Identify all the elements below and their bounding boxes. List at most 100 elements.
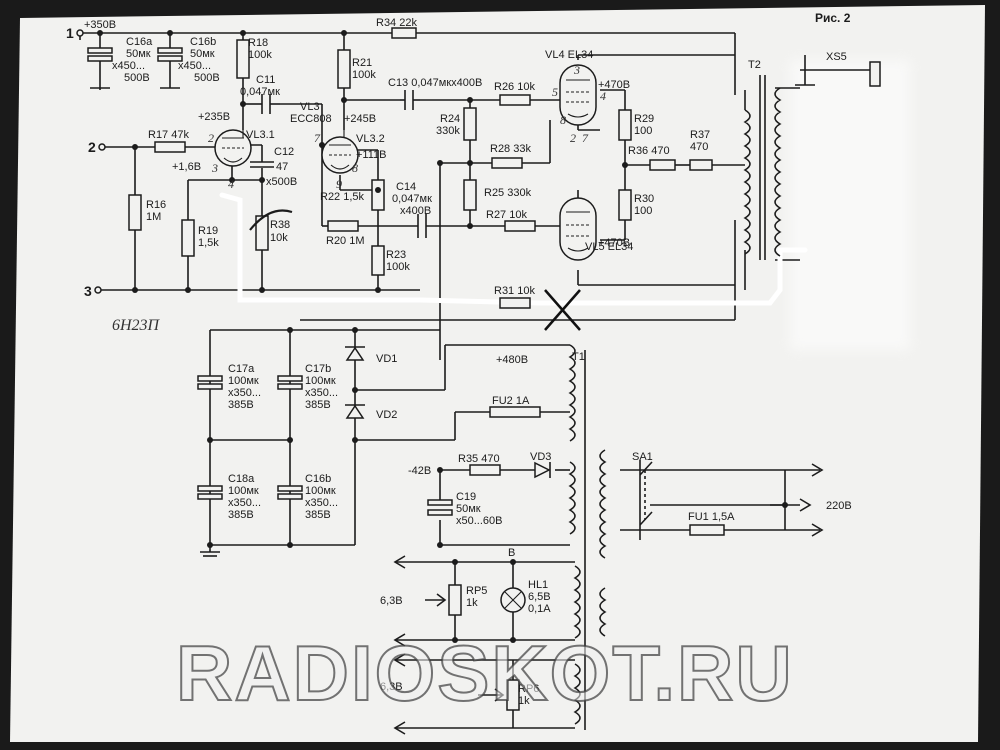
potentiometer-rp5 (448, 584, 462, 616)
resistor-r24 (463, 107, 477, 141)
rp5-value: 1k (466, 597, 478, 609)
vd1-label: VD1 (376, 353, 397, 365)
resistor-r28 (491, 157, 523, 169)
vl4-label: VL4 EL34 (545, 49, 593, 61)
pin-number: 3 (211, 161, 218, 175)
r16-name: R16 (146, 199, 166, 211)
c12-value: 47 (276, 161, 288, 173)
c16b-psu-cap: 100мк (305, 485, 336, 497)
vd2-label: VD2 (376, 409, 397, 421)
capacitor-c17a (197, 375, 223, 390)
v-node-label: В (508, 547, 515, 559)
c16b-psu-volt: 385В (305, 509, 331, 521)
terminal-1 (76, 29, 84, 37)
r19-value: 1,5k (198, 237, 219, 249)
capacitor-c16b (157, 47, 183, 54)
c13-label: C13 0,047мкx400В (388, 77, 482, 89)
r30-name: R30 (634, 193, 654, 205)
r23-name: R23 (386, 249, 406, 261)
c16b-psu-x: x350... (305, 497, 338, 509)
r20-label: R20 1M (326, 235, 365, 247)
v63b-label: 6,3В (380, 681, 403, 693)
tube-vl5 (559, 197, 597, 261)
c19-volt: x50...60В (456, 515, 502, 527)
v111-label: +111В (356, 149, 386, 161)
pin-number: 7 (582, 131, 589, 145)
v16-label: +1,6В (172, 161, 201, 173)
pin-number: 2 (208, 131, 214, 145)
c17b-cap: 100мк (305, 375, 336, 387)
c16b-psu-name: C16b (305, 473, 331, 485)
v480-label: +480В (496, 354, 528, 366)
c18a-x: x350... (228, 497, 261, 509)
v63a-label: 6,3В (380, 595, 403, 607)
r30-value: 100 (634, 205, 652, 217)
r24-value: 330k (436, 125, 460, 137)
junction-dots (97, 30, 788, 643)
r22-label: R22 1,5k (320, 191, 365, 203)
terminal-1-label: 1 (66, 25, 74, 41)
r18-value: 100k (248, 49, 272, 61)
r24-name: R24 (440, 113, 460, 125)
resistor-r25 (463, 179, 477, 211)
hl1-amp: 0,1A (528, 603, 551, 615)
r35-label: R35 470 (458, 453, 500, 465)
mains-label: 220В (826, 500, 852, 512)
tube-note: 6Н23П (112, 317, 161, 334)
hl1-name: HL1 (528, 579, 548, 591)
pin-number: 3 (573, 63, 580, 77)
resistor-r36 (649, 159, 676, 171)
c17a-cap: 100мк (228, 375, 259, 387)
fuse-fu2 (489, 406, 541, 418)
transformer-t2-secondary (774, 87, 782, 257)
r34-label: R34 22k (376, 17, 417, 29)
c16b-x: x450... (178, 60, 211, 72)
terminal-2-label: 2 (88, 139, 96, 155)
r36-label: R36 470 (628, 145, 670, 157)
resistor-r37 (689, 159, 713, 171)
pin-number: 8 (560, 113, 566, 127)
c16b-volt: 500В (194, 72, 220, 84)
pin-number: 8 (352, 161, 358, 175)
r23-value: 100k (386, 261, 410, 273)
c18a-volt: 385В (228, 509, 254, 521)
capacitor-c18a (197, 485, 223, 500)
resistor-r19 (181, 219, 195, 257)
resistor-r35 (469, 464, 501, 476)
c17a-x: x350... (228, 387, 261, 399)
jack-xs5 (869, 61, 881, 87)
potentiometer-r38 (255, 215, 269, 251)
r37-value: 470 (690, 141, 708, 153)
vd3-label: VD3 (530, 451, 551, 463)
watermark: RADIOSKOT.RU (176, 629, 794, 717)
c17a-name: C17a (228, 363, 255, 375)
c11-name: C11 (256, 74, 275, 86)
capacitor-c16b-psu (277, 485, 303, 500)
output-stage-wiring (300, 54, 870, 321)
c16a-cap: 50мк (126, 48, 151, 60)
c14-value: 0,047мк (392, 193, 432, 205)
r17-label: R17 47k (148, 129, 189, 141)
r26-label: R26 10k (494, 81, 535, 93)
diode-vd3 (534, 461, 551, 479)
capacitor-c17b (277, 375, 303, 390)
rp6-name: RP6 (518, 683, 539, 695)
pin-number: 4 (228, 177, 234, 191)
r37-name: R37 (690, 129, 710, 141)
c16a-x: x450... (112, 60, 145, 72)
transformer-t2-primary (743, 109, 751, 255)
r28-label: R28 33k (490, 143, 531, 155)
c18a-name: C18a (228, 473, 255, 485)
fu2-label: FU2 1A (492, 395, 530, 407)
white-correction-lines (219, 192, 808, 306)
vl3-1-label: VL3.1 (246, 129, 275, 141)
v245-label: +245В (344, 113, 376, 125)
c12-name: C12 (274, 146, 294, 158)
cross-mark (544, 289, 581, 331)
v235-label: +235В (198, 111, 230, 123)
potentiometer-rp6 (506, 679, 520, 711)
t2-label: T2 (748, 59, 761, 71)
r25-label: R25 330k (484, 187, 532, 199)
c16b-name: C16b (190, 36, 216, 48)
